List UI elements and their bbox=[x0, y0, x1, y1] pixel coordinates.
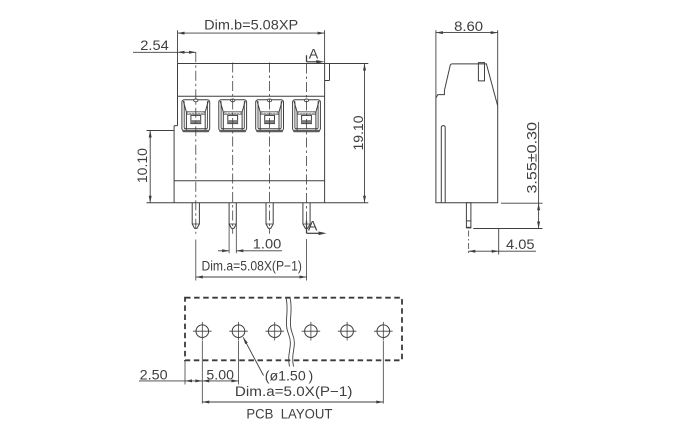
svg-text:2.54: 2.54 bbox=[140, 38, 169, 53]
svg-text:A: A bbox=[309, 46, 319, 61]
svg-text:Dim.b=5.08XP: Dim.b=5.08XP bbox=[204, 18, 298, 33]
svg-text:19.10: 19.10 bbox=[351, 116, 366, 151]
svg-text:Dim.a=5.0X(P−1): Dim.a=5.0X(P−1) bbox=[235, 384, 353, 399]
svg-text:10.10: 10.10 bbox=[135, 148, 150, 183]
svg-text:Dim.a=5.08X(P−1): Dim.a=5.08X(P−1) bbox=[201, 259, 302, 274]
svg-text:1.00: 1.00 bbox=[253, 237, 282, 252]
svg-text:8.60: 8.60 bbox=[454, 19, 483, 34]
svg-text:2.50: 2.50 bbox=[140, 367, 168, 382]
svg-text:PCB LAYOUT: PCB LAYOUT bbox=[246, 407, 332, 422]
svg-text:A: A bbox=[308, 218, 318, 233]
svg-text:5.00: 5.00 bbox=[206, 367, 234, 382]
svg-text:(ø1.50 ): (ø1.50 ) bbox=[265, 369, 314, 384]
svg-text:3.55±0.30: 3.55±0.30 bbox=[525, 122, 540, 194]
svg-text:4.05: 4.05 bbox=[506, 237, 535, 252]
